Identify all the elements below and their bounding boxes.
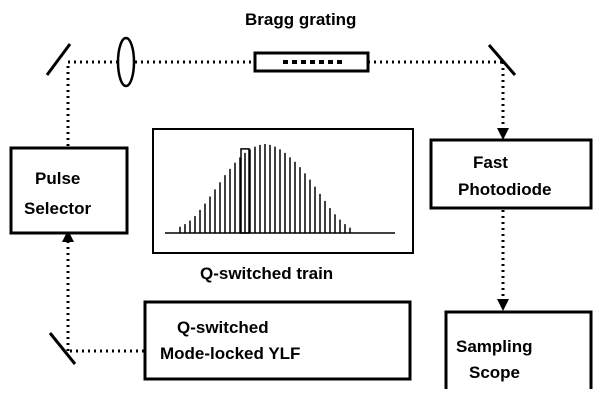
selector-label-line1: Pulse xyxy=(35,169,80,188)
laser-box xyxy=(143,300,412,381)
train-caption: Q-switched train xyxy=(200,264,333,283)
scope-label-line2: Scope xyxy=(469,363,520,382)
mirror-top-left xyxy=(45,43,72,76)
photodiode-label-line1: Fast xyxy=(473,153,508,172)
scope-box xyxy=(444,310,593,389)
grating-label: Bragg grating xyxy=(245,10,356,29)
mirror-bottom-left xyxy=(48,332,77,365)
pulse-train xyxy=(165,144,395,234)
selector-label-line2: Selector xyxy=(24,199,91,218)
laser-label-line1: Q-switched xyxy=(177,318,269,337)
beam-paths xyxy=(62,60,509,353)
photodiode-label-line2: Photodiode xyxy=(458,180,551,199)
pulse-train-frame xyxy=(152,128,414,254)
mirror-top-right xyxy=(487,44,517,76)
laser-label-line2: Mode-locked YLF xyxy=(160,344,300,363)
scope-label-line1: Sampling xyxy=(456,337,533,356)
photodiode-box xyxy=(429,138,593,210)
selected-pulse-marker xyxy=(240,148,250,234)
pulse-selector-box xyxy=(9,146,129,235)
lens xyxy=(116,36,136,88)
